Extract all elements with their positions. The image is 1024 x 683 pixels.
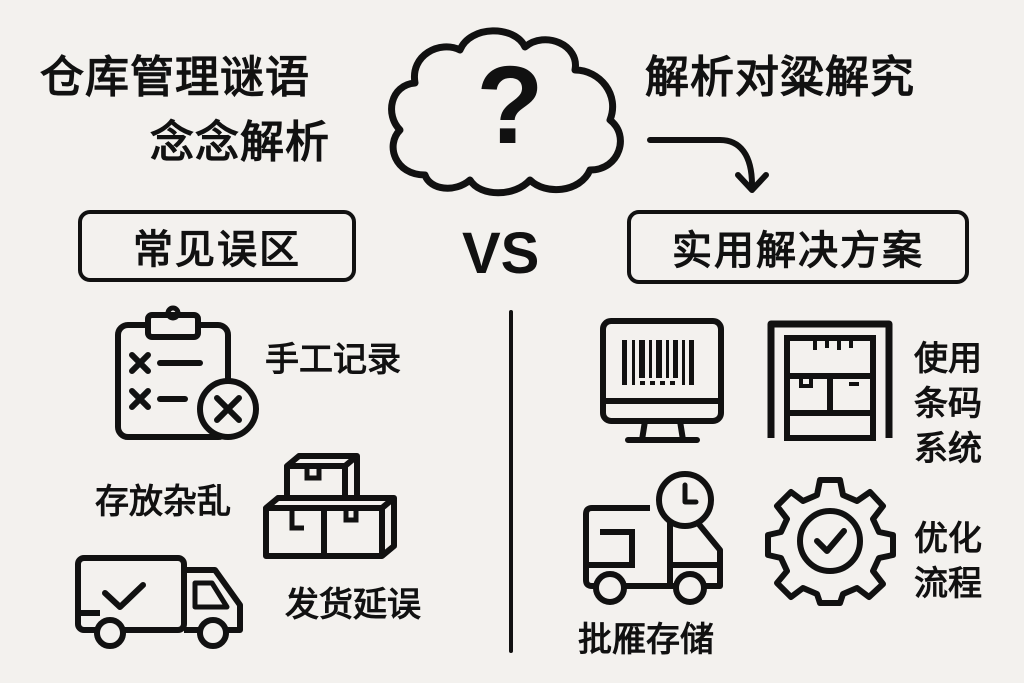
item-optimize-process: 优化 流程 <box>914 519 982 604</box>
vs-label: VS <box>462 221 540 286</box>
right-title: 解析对粱解究 <box>645 52 915 103</box>
curved-arrow-down-icon <box>647 137 769 193</box>
cloud-question-icon: ? <box>388 27 624 197</box>
left-title-line2: 念念解析 <box>150 117 330 168</box>
left-title-line1: 仓库管理谜语 <box>40 52 310 103</box>
practical-solutions-heading: 实用解决方案 <box>627 210 969 284</box>
stacked-boxes-icon <box>263 453 397 559</box>
practical-solutions-label: 实用解决方案 <box>672 228 924 274</box>
shelf-icon <box>767 320 893 441</box>
item-messy-storage: 存放杂乱 <box>95 482 231 522</box>
delivery-truck-check-icon <box>75 555 243 649</box>
vertical-divider <box>509 310 513 653</box>
item-barcode-system: 使用 条码 系统 <box>914 339 982 469</box>
barcode-monitor-icon <box>600 318 724 443</box>
truck-clock-icon <box>583 471 723 605</box>
item-shipping-delays: 发货延误 <box>285 585 421 625</box>
item-manual-records: 手工记录 <box>265 340 401 380</box>
item-batch-storage: 批雁存储 <box>578 620 714 660</box>
common-mistakes-heading: 常见误区 <box>78 210 356 282</box>
svg-text:?: ? <box>476 44 543 167</box>
common-mistakes-label: 常见误区 <box>133 227 301 273</box>
gear-check-icon <box>765 477 896 606</box>
clipboard-x-icon <box>115 305 259 440</box>
